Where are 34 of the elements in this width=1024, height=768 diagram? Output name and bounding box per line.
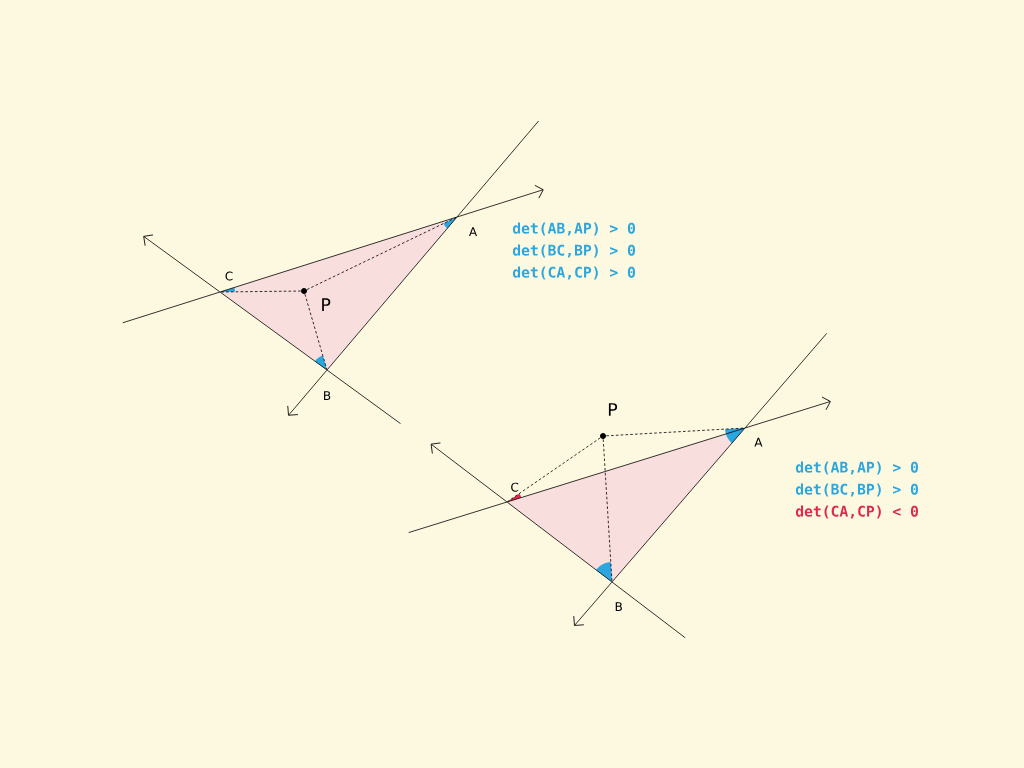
condition-text: det(BC,BP) > 0 [795,483,918,497]
arrow [287,369,328,416]
labelled-point: C [511,482,519,492]
line [219,291,328,371]
dashed-line [304,293,328,371]
labelled-point: C [225,271,233,281]
condition-text: det(AB,AP) > 0 [512,222,635,236]
dashed-line [602,438,613,583]
condition-text: det(AB,AP) > 0 [795,461,918,475]
node-label: P [608,403,618,416]
labelled-point: P [301,288,331,311]
dashed-line [506,437,601,503]
line [219,216,458,293]
node-label: P [322,298,331,311]
condition-text: det(CA,CP) < 0 [795,505,918,519]
line [611,427,746,583]
arrow [573,581,613,626]
labelled-point: A [754,437,763,447]
labelled-point: B [615,602,622,611]
labelled-point: A [469,227,478,236]
dashed-line [219,290,302,293]
condition-text: det(BC,BP) > 0 [512,244,635,258]
condition-text: det(CA,CP) > 0 [512,266,635,280]
dashed-line [605,427,746,437]
dashed-line [306,216,458,290]
line [326,216,458,371]
arrow [744,396,831,429]
arrow [143,234,221,293]
line [506,501,613,583]
labelled-point: B [324,391,331,400]
arrow [430,442,508,503]
line [506,427,746,503]
arrow [456,184,544,218]
labelled-point: P [600,403,618,439]
